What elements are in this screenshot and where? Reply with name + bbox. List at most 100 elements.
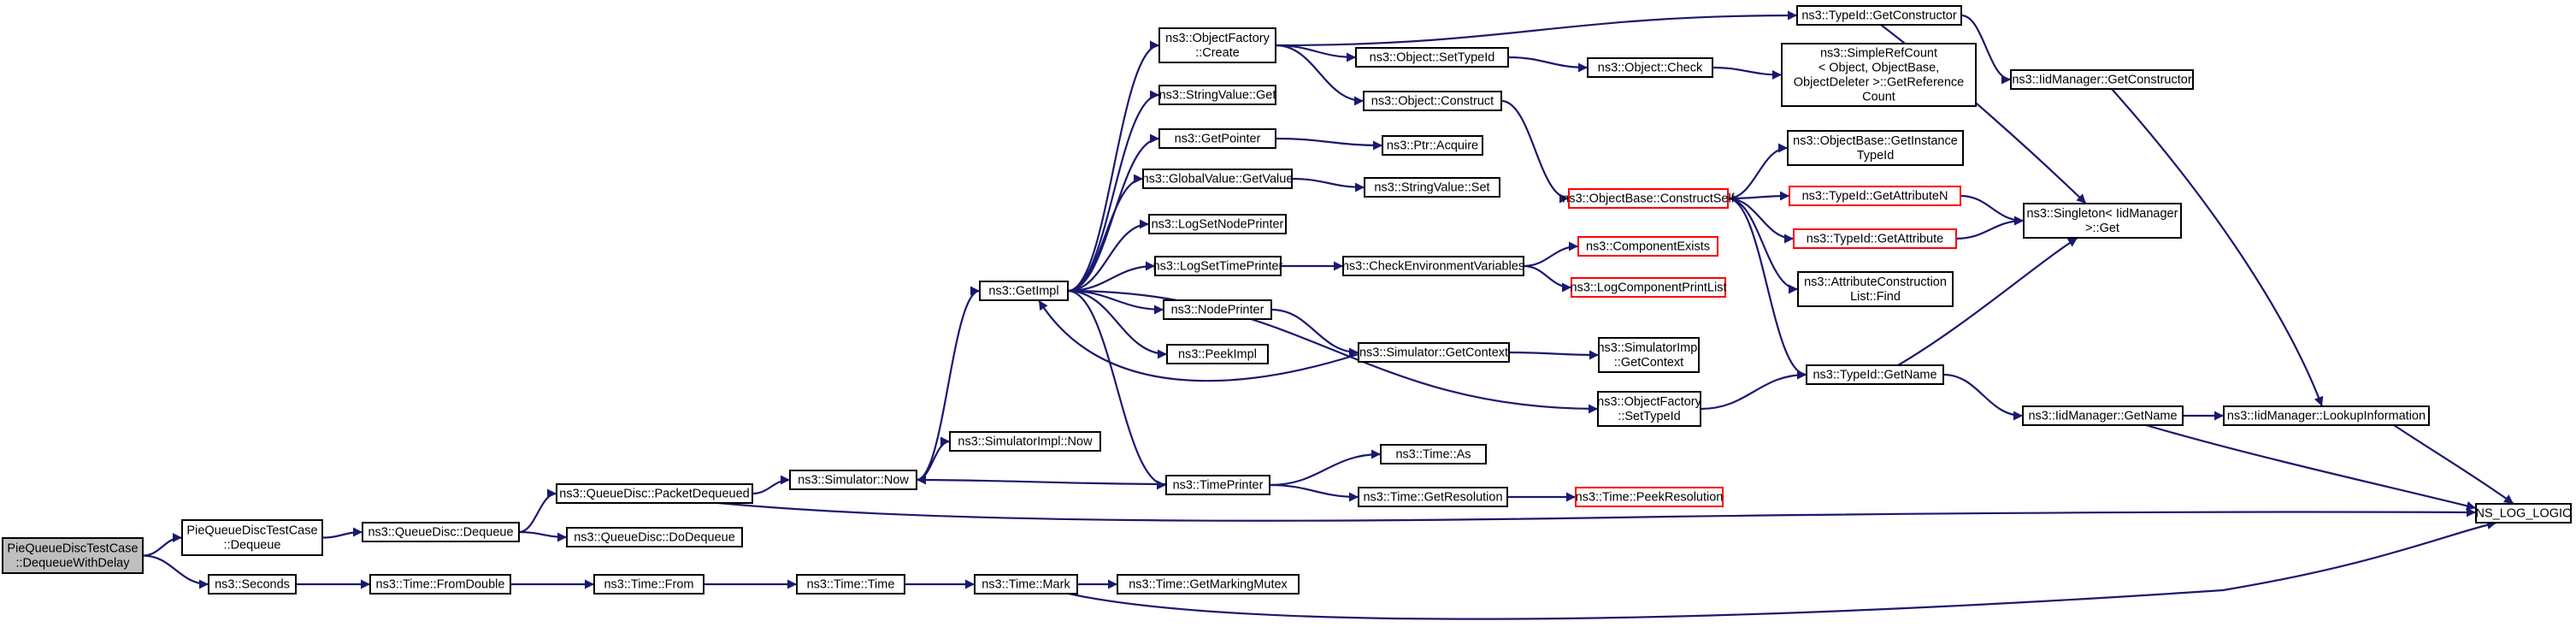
node-iidmanager-getconstructor[interactable]: ns3::IidManager::GetConstructor [2010, 69, 2194, 90]
node-label: TypeId [1857, 149, 1895, 163]
edge-obj_settypeid-to-obj_check [1507, 56, 1589, 73]
node-label: ns3::QueueDisc::Dequeue [368, 526, 513, 540]
node-logsetnodeprinter[interactable]: ns3::LogSetNodePrinter [1148, 214, 1287, 234]
edge-of_create-to-obj_settypeid [1275, 44, 1357, 62]
node-box [1793, 228, 1957, 249]
edge-getimpl-to-of_settypeid [1067, 289, 1599, 414]
node-time-getresolution[interactable]: ns3::Time::GetResolution [1358, 487, 1508, 507]
node-sim-now[interactable]: ns3::Simulator::Now [789, 470, 917, 490]
edge-timeprinter-to-sim_now [916, 475, 1167, 486]
node-time-getmarkingmutex[interactable]: ns3::Time::GetMarkingMutex [1117, 574, 1300, 595]
edge-globalvalue_getvalue-to-stringvalue_set [1291, 177, 1365, 192]
node-label: ns3::Time::PeekResolution [1576, 491, 1724, 505]
node-obj-check[interactable]: ns3::Object::Check [1587, 57, 1713, 78]
node-logsettimeprinter[interactable]: ns3::LogSetTimePrinter [1153, 256, 1283, 276]
node-box [1165, 475, 1270, 495]
node-checkenvvars[interactable]: ns3::CheckEnvironmentVariables [1342, 256, 1524, 276]
node-iidmanager-lookupinformation[interactable]: ns3::IidManager::LookupInformation [2223, 405, 2430, 426]
node-qd-packetdequeued[interactable]: ns3::QueueDisc::PacketDequeued [556, 483, 753, 504]
node-objbase-constructself[interactable]: ns3::ObjectBase::ConstructSelf [1562, 188, 1736, 209]
node-obj-construct[interactable]: ns3::Object::Construct [1363, 91, 1502, 111]
node-label: Count [1862, 91, 1895, 104]
node-pqdtc-dequeue[interactable]: PieQueueDiscTestCase::Dequeue [181, 519, 323, 556]
node-label: ns3::Object::SetTypeId [1370, 51, 1495, 65]
node-ptr-acquire[interactable]: ns3::Ptr::Acquire [1382, 135, 1483, 156]
node-label: ns3::Time::GetResolution [1363, 491, 1502, 505]
node-label: ns3::SimulatorImpl [1597, 341, 1700, 355]
node-box [979, 281, 1069, 301]
node-box [1364, 177, 1500, 198]
node-box [1568, 188, 1729, 209]
node-typeid-getattribute[interactable]: ns3::TypeId::GetAttribute [1793, 228, 1957, 249]
node-obj-settypeid[interactable]: ns3::Object::SetTypeId [1355, 47, 1509, 68]
node-typeid-getattributen[interactable]: ns3::TypeId::GetAttributeN [1789, 186, 1961, 206]
node-nodeprinter[interactable]: ns3::NodePrinter [1163, 299, 1272, 320]
node-label: ns3::CheckEnvironmentVariables [1342, 260, 1524, 274]
node-box [1358, 342, 1510, 363]
node-label: ns3::QueueDisc::PacketDequeued [559, 488, 749, 501]
node-simimpl-getcontext[interactable]: ns3::SimulatorImpl::GetContext [1597, 337, 1701, 373]
node-ns-log-logic[interactable]: NS_LOG_LOGIC [2475, 503, 2572, 524]
node-time-mark[interactable]: ns3::Time::Mark [974, 574, 1078, 595]
node-getpointer[interactable]: ns3::GetPointer [1158, 128, 1276, 149]
node-time-peekresolution[interactable]: ns3::Time::PeekResolution [1575, 487, 1724, 507]
node-stringvalue-set[interactable]: ns3::StringValue::Set [1364, 177, 1500, 198]
node-label: ns3::TypeId::GetConstructor [1801, 9, 1957, 23]
node-box [208, 574, 297, 595]
edge-getimpl-to-of_create [1067, 40, 1160, 293]
node-time-as[interactable]: ns3::Time::As [1380, 444, 1487, 464]
node-qd-dodequeue[interactable]: ns3::QueueDisc::DoDequeue [566, 527, 743, 547]
edge-nodeprinter-to-sim_getcontext [1270, 308, 1359, 358]
node-box [2475, 503, 2572, 524]
node-typeid-getname[interactable]: ns3::TypeId::GetName [1806, 364, 1944, 385]
node-componentexists[interactable]: ns3::ComponentExists [1577, 236, 1718, 257]
node-label: ns3::ObjectBase::ConstructSelf [1562, 192, 1735, 206]
node-box [1154, 256, 1282, 276]
node-label: ns3::QueueDisc::DoDequeue [574, 531, 735, 545]
node-getimpl[interactable]: ns3::GetImpl [979, 281, 1069, 301]
node-label: ns3::Time::Mark [981, 578, 1070, 592]
node-label: ns3::AttributeConstruction [1804, 275, 1947, 289]
node-label: ns3::Simulator::Now [798, 474, 909, 488]
edge-qd_packetdequeued-to-ns_log_logic [717, 501, 2477, 522]
node-seconds[interactable]: ns3::Seconds [208, 574, 297, 595]
node-globalvalue-getvalue[interactable]: ns3::GlobalValue::GetValue [1142, 169, 1294, 189]
node-label: ns3::Singleton< IidManager [2027, 207, 2178, 221]
node-of-create[interactable]: ns3::ObjectFactory::Create [1158, 27, 1276, 63]
node-label: ::SetTypeId [1618, 410, 1680, 423]
node-time-from[interactable]: ns3::Time::From [593, 574, 704, 595]
node-time-time[interactable]: ns3::Time::Time [796, 574, 905, 595]
node-peekimpl[interactable]: ns3::PeekImpl [1166, 344, 1269, 364]
node-typeid-getconstructor[interactable]: ns3::TypeId::GetConstructor [1796, 5, 1962, 26]
node-box [949, 431, 1101, 452]
node-simplerefcount[interactable]: ns3::SimpleRefCount< Object, ObjectBase,… [1781, 43, 1977, 107]
node-of-settypeid[interactable]: ns3::ObjectFactory::SetTypeId [1597, 391, 1702, 427]
node-box [1789, 186, 1961, 206]
node-time-fromdouble[interactable]: ns3::Time::FromDouble [369, 574, 511, 595]
node-root: PieQueueDiscTestCase::DequeueWithDelay [2, 537, 144, 574]
node-sim-getcontext[interactable]: ns3::Simulator::GetContext [1358, 342, 1510, 363]
node-box [2, 537, 144, 574]
edge-typeid_getconstructor-to-iidmanager_getconstructor [1960, 14, 2012, 85]
node-box [1358, 487, 1508, 507]
node-simimpl-now[interactable]: ns3::SimulatorImpl::Now [949, 431, 1101, 452]
node-qd-dequeue[interactable]: ns3::QueueDisc::Dequeue [362, 522, 520, 542]
node-iidmanager-getname[interactable]: ns3::IidManager::GetName [2022, 405, 2184, 426]
node-label: ns3::ObjectBase::GetInstance [1793, 134, 1958, 148]
node-label: ns3::IidManager::LookupInformation [2227, 410, 2426, 423]
node-label: ::GetContext [1614, 356, 1683, 370]
node-label: ns3::NodePrinter [1171, 304, 1264, 317]
node-label: ns3::ObjectFactory [1597, 395, 1701, 409]
node-timeprinter[interactable]: ns3::TimePrinter [1165, 475, 1270, 495]
node-box [593, 574, 704, 595]
node-label: ns3::Time::FromDouble [376, 578, 505, 592]
node-singleton-get[interactable]: ns3::Singleton< IidManager >::Get [2023, 203, 2182, 239]
edge-getpointer-to-ptr_acquire [1275, 137, 1383, 151]
node-logcomponentprintlist[interactable]: ns3::LogComponentPrintList [1571, 277, 1727, 298]
node-box [1796, 5, 1962, 26]
edge-checkenvvars-to-componentexists [1523, 241, 1579, 268]
node-label: ns3::ComponentExists [1586, 240, 1710, 254]
node-stringvalue-get[interactable]: ns3::StringValue::Get [1158, 85, 1276, 105]
